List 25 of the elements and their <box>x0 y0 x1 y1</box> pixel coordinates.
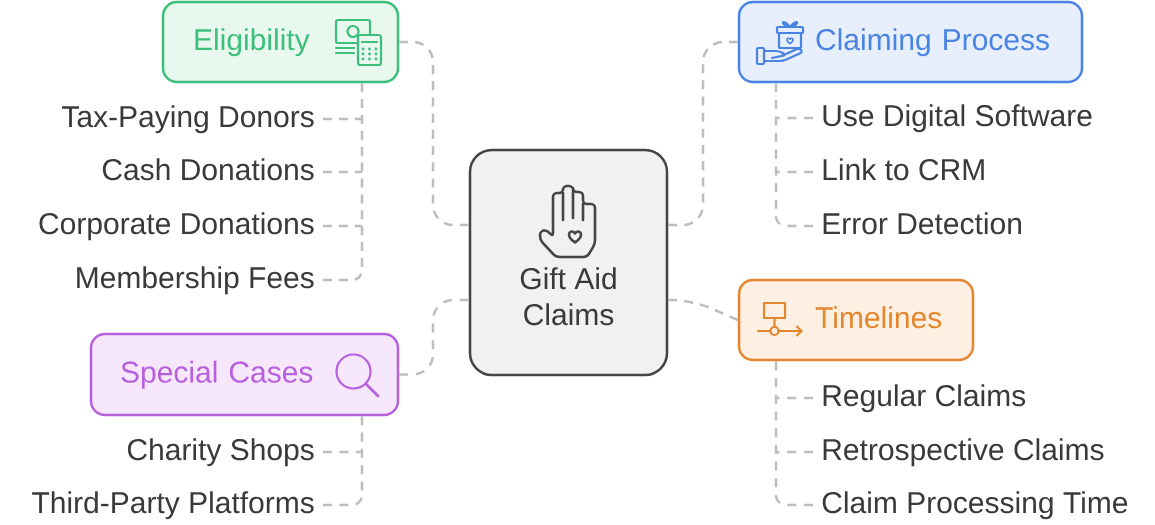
category-box: Timelines <box>737 278 975 362</box>
dashed-connector <box>774 82 815 228</box>
category-box: Eligibility <box>161 0 400 84</box>
branch-label: Claim Processing Time <box>822 491 1128 520</box>
branch-label: Use Digital Software <box>823 104 1092 133</box>
dashed-connector <box>399 298 469 376</box>
branch-label: Link to CRM <box>823 158 984 181</box>
dashed-connector <box>668 40 738 227</box>
dashed-connector <box>668 298 739 322</box>
category-box: Claiming Process <box>737 0 1084 84</box>
dashed-connector <box>321 415 364 507</box>
branch-label: Membership Fees <box>77 266 314 295</box>
category-box: Special Cases <box>89 332 400 417</box>
branch-label: Charity Shops <box>127 438 314 467</box>
branch-label: Retrospective Claims <box>823 438 1104 467</box>
dashed-connector <box>774 360 815 507</box>
branch-label: Tax-Paying Donors <box>62 105 314 134</box>
branch-label: Error Detection <box>823 212 1021 235</box>
branch-label: Third-Party Platforms <box>32 491 314 520</box>
branch-label: Regular Claims <box>823 384 1026 413</box>
dashed-connector <box>399 40 469 227</box>
branch-label: Cash Donations <box>102 158 314 181</box>
branch-label: Corporate Donations <box>39 212 314 241</box>
topic-box: Gift Aid Claims <box>468 148 669 377</box>
dashed-connector <box>321 82 364 282</box>
